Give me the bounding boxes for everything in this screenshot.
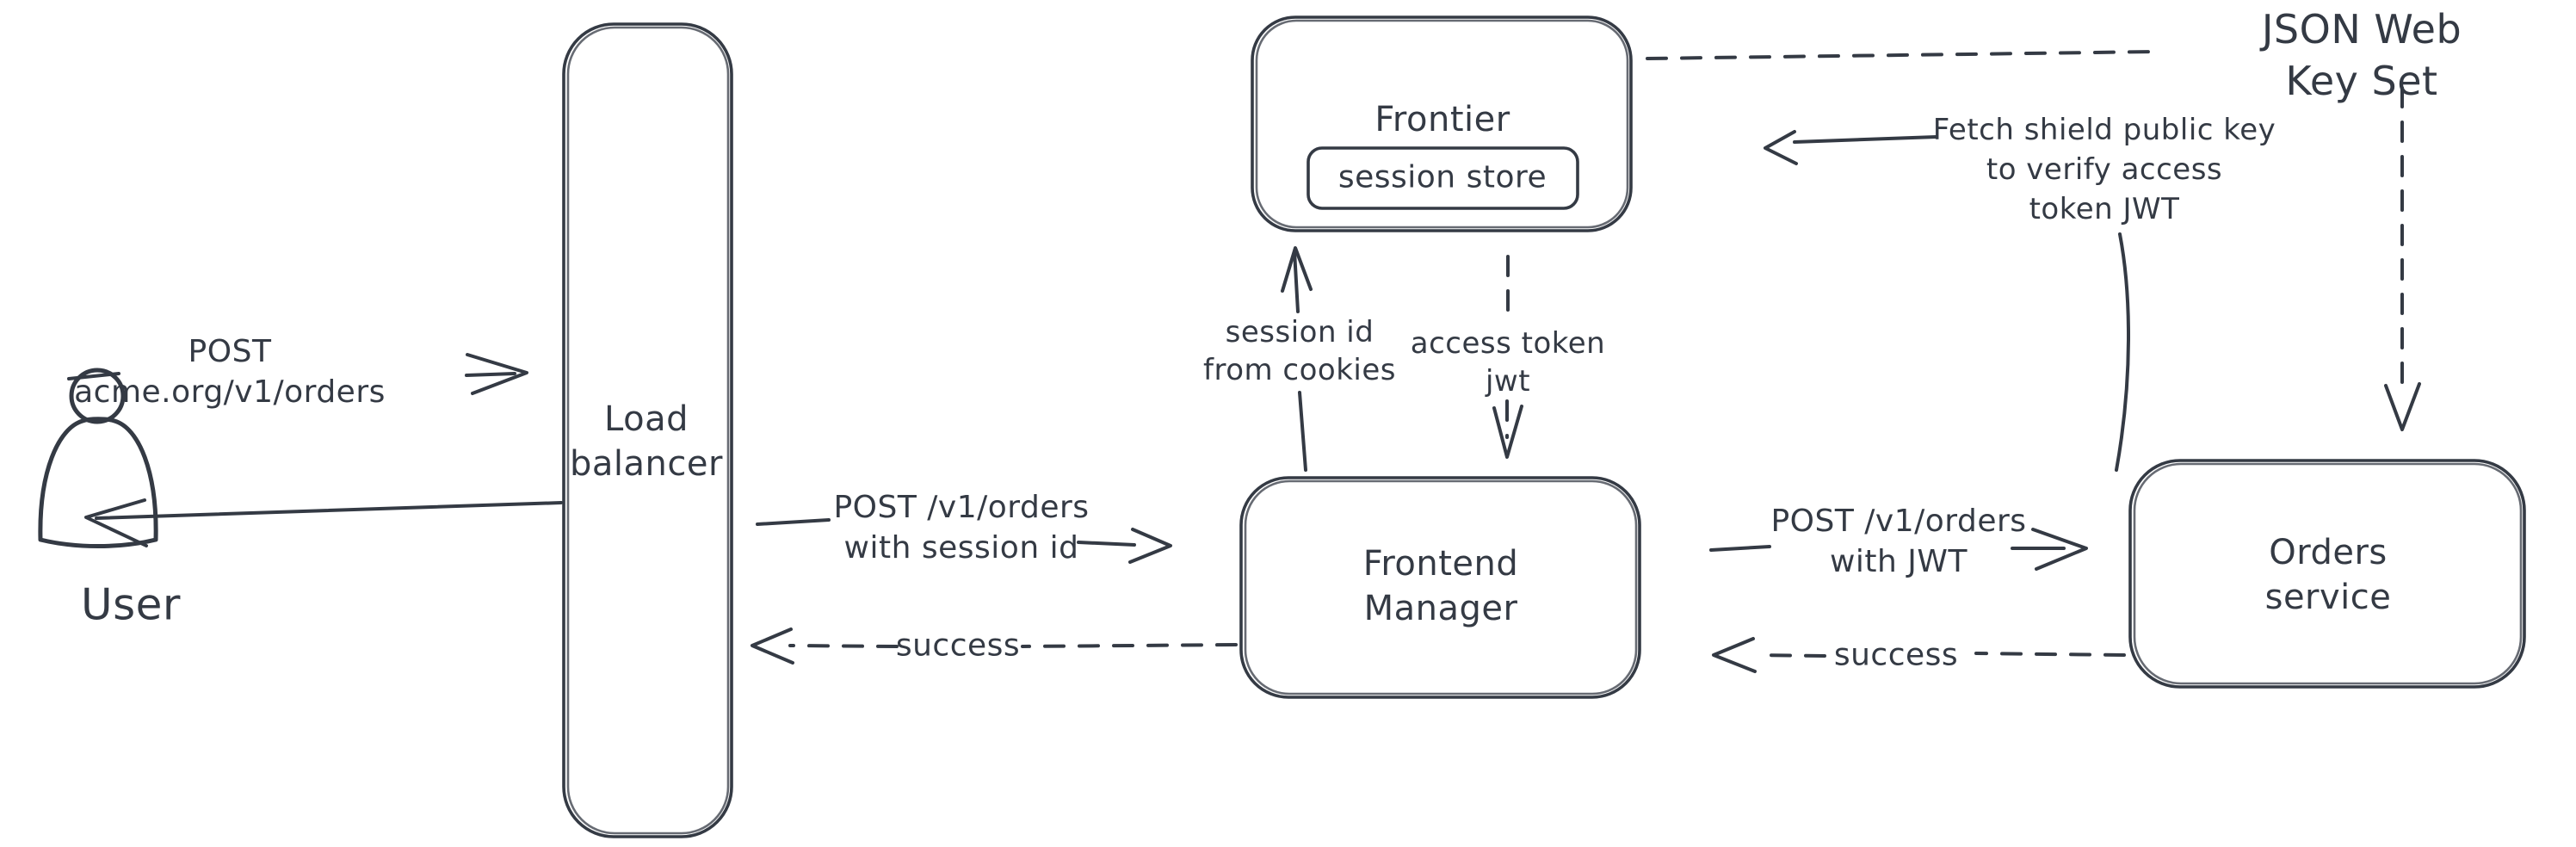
frontend-manager-box: [1239, 476, 1641, 699]
session-store-box: [1307, 146, 1579, 210]
arrow-frontier-to-frontend-manager: [1492, 255, 1523, 459]
user-label: User: [81, 579, 181, 630]
arrow-load-balancer-to-frontend-manager: [756, 518, 1172, 564]
edge-label-success-left: success: [895, 628, 1021, 664]
edge-label-fetch-shield-public-key: Fetch shield public key to verify access…: [1932, 113, 2276, 226]
arrow-frontend-manager-to-frontier: [1281, 246, 1313, 472]
load-balancer-box: [562, 22, 733, 838]
edge-label-post-orders-jwt: POST /v1/orders with JWT: [1770, 504, 2027, 579]
frontend-manager-label: Frontend Manager: [1362, 544, 1519, 628]
json-web-key-set-label: JSON Web Key Set: [2261, 6, 2462, 104]
orders-service-box: [2128, 459, 2526, 689]
arrow-frontend-manager-to-orders-service: [1709, 528, 2088, 571]
edge-label-post-orders-session-id: POST /v1/orders with session id: [833, 490, 1090, 566]
edge-label-session-id-from-cookies: session id from cookies: [1203, 314, 1396, 387]
session-store-label: session store: [1337, 159, 1547, 195]
orders-service-label: Orders service: [2264, 533, 2392, 617]
edge-label-post-acme-orders: POST acme.org/v1/orders: [74, 334, 386, 410]
arrow-frontend-manager-to-load-balancer: [751, 628, 1238, 665]
load-balancer-label: Load balancer: [570, 399, 723, 484]
frontier-label: Frontier: [1374, 100, 1510, 139]
arrow-jwks-to-orders-service: [2384, 86, 2421, 431]
line-frontier-to-jwks: [1646, 50, 2157, 60]
user-figure-icon: [38, 368, 158, 548]
arrow-orders-service-to-frontier: [1764, 130, 2131, 472]
arrow-load-balancer-to-user: [84, 498, 563, 547]
arrow-user-to-load-balancer: [67, 353, 528, 395]
arrow-orders-service-to-frontend-manager: [1712, 637, 2126, 673]
edge-label-access-token-jwt: access token jwt: [1410, 325, 1606, 399]
edge-label-success-right: success: [1833, 637, 1959, 673]
